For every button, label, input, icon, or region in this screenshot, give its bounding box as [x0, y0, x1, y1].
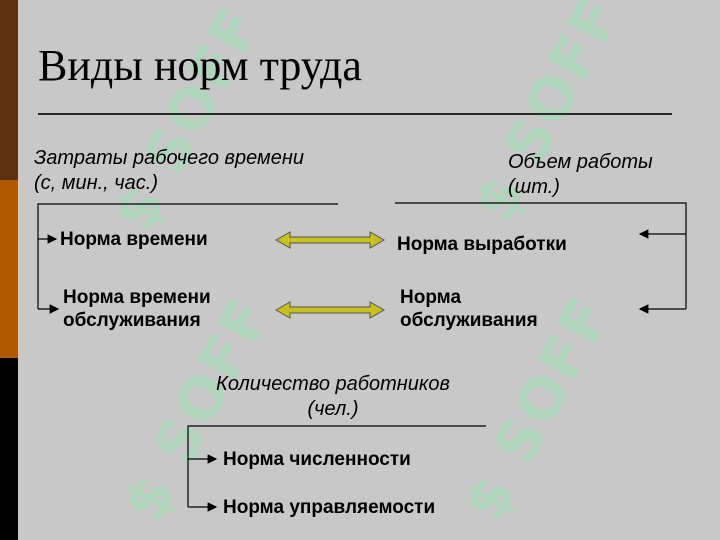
norm-headcount: Норма численности	[223, 449, 411, 470]
left-bracket-line	[37, 203, 338, 309]
left-band-top	[0, 0, 18, 180]
left-band-bottom	[0, 358, 18, 540]
right-header-line1: Объем работы	[508, 151, 653, 173]
left-header-line1: Затраты рабочего времени	[34, 147, 304, 169]
double-arrow-bottom	[274, 301, 386, 319]
norm-service-time-line2: обслуживания	[63, 310, 201, 331]
norm-service-line1: Норма	[400, 287, 462, 308]
norm-manageability: Норма управляемости	[223, 497, 436, 518]
bottom-header: Количество работников (чел.)	[198, 372, 468, 422]
norm-service: Норма обслуживания	[400, 286, 538, 332]
bottom-bracket-line	[187, 425, 486, 507]
right-bracket-line	[395, 202, 687, 309]
norm-service-time-line1: Норма времени	[63, 287, 211, 308]
right-header: Объем работы (шт.)	[508, 150, 653, 200]
left-header: Затраты рабочего времени (с, мин., час.)	[34, 146, 304, 196]
title-underline	[38, 113, 672, 115]
bottom-header-line2: (чел.)	[307, 398, 359, 420]
left-header-line2: (с, мин., час.)	[34, 172, 158, 194]
right-header-line2: (шт.)	[508, 176, 560, 198]
double-arrow-top	[274, 231, 386, 249]
slide-title: Виды норм труда	[38, 41, 362, 90]
norm-output: Норма выработки	[397, 234, 567, 255]
norm-service-time: Норма времени обслуживания	[63, 286, 211, 332]
norm-service-line2: обслуживания	[400, 310, 538, 331]
left-band-middle	[0, 180, 18, 358]
bottom-header-line1: Количество работников	[216, 373, 450, 395]
norm-time: Норма времени	[60, 229, 208, 250]
